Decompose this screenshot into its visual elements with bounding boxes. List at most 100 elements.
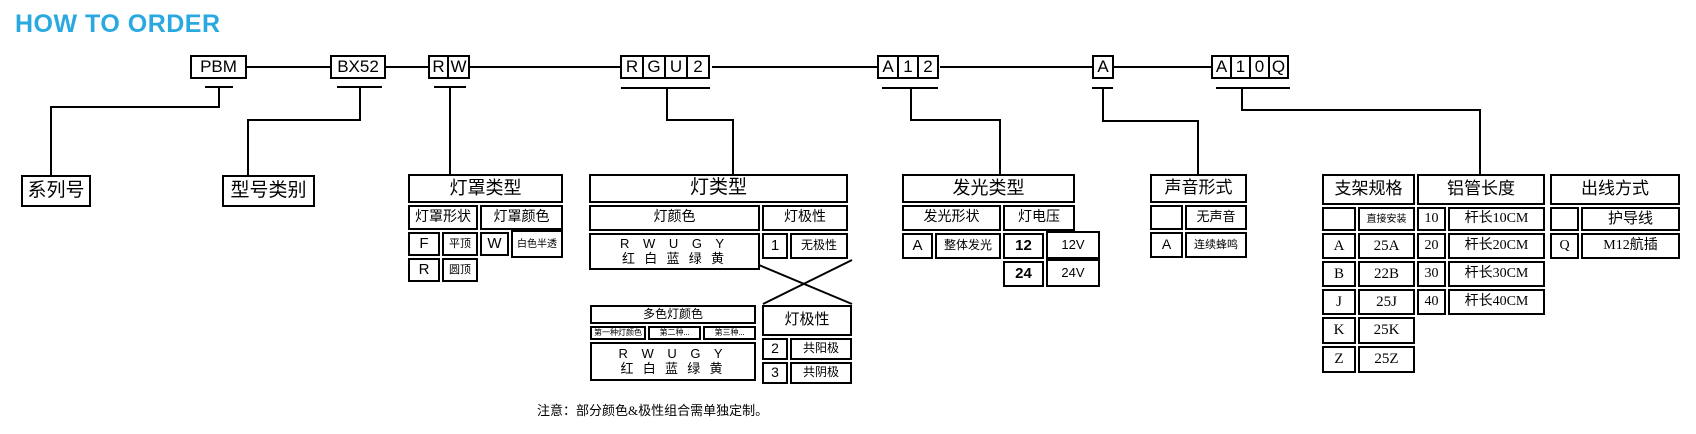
lampshade-shape-header: 灯罩形状: [408, 205, 478, 230]
code-cell: 1: [1230, 55, 1251, 79]
code-cell: R: [620, 55, 644, 79]
table-cell: Z: [1322, 346, 1356, 373]
code-box-a: A: [1092, 55, 1114, 79]
table-cell: K: [1322, 317, 1356, 344]
table-cell: 12: [1003, 233, 1044, 259]
table-cell: 25A: [1358, 233, 1415, 259]
table-cell: Q: [1550, 233, 1579, 259]
code-cell: A: [1092, 55, 1114, 79]
table-cell: 24V: [1046, 259, 1100, 287]
table-cell: 10: [1417, 207, 1446, 231]
table-cell: [1150, 205, 1183, 230]
code-cell: G: [642, 55, 666, 79]
table-cell: 40: [1417, 289, 1446, 315]
table-cell: 直接安装: [1358, 207, 1415, 231]
code-cell: BX52: [330, 55, 386, 79]
code-box-a10q: A 1 0 Q: [1211, 55, 1289, 79]
lampshade-table-title: 灯罩类型: [408, 174, 563, 203]
table-cell: F: [408, 232, 440, 256]
color-names: 红 白 蓝 绿 黄: [621, 251, 727, 266]
code-box-rw: R W: [428, 55, 470, 79]
code-cell: A: [877, 55, 899, 79]
table-cell: 12V: [1046, 231, 1100, 259]
code-cell: 1: [897, 55, 919, 79]
lamp-color-header: 灯颜色: [589, 205, 760, 231]
connector-rw: [434, 86, 466, 174]
table-cell: 3: [762, 362, 788, 384]
table-cell: A: [902, 233, 933, 259]
table-cell: 共阴极: [790, 362, 852, 384]
multi-color-codes-cell: R W U G Y 红 白 蓝 绿 黄: [590, 342, 756, 381]
tube-table-title: 铝管长度: [1417, 174, 1545, 205]
page-title: HOW TO ORDER: [15, 10, 221, 38]
code-cell: W: [447, 55, 470, 79]
multi-color-col1-header: 第一种灯颜色: [590, 326, 646, 340]
multi-polarity-header: 灯极性: [762, 305, 852, 336]
table-cell: [1322, 207, 1356, 231]
table-cell: 24: [1003, 261, 1044, 287]
bracket-table-title: 支架规格: [1322, 174, 1415, 205]
multi-color-col3-header: 第三种...: [703, 326, 756, 340]
table-cell: M12航插: [1581, 233, 1680, 259]
model-label-box: 型号类别: [222, 175, 315, 207]
table-cell: [1550, 207, 1579, 231]
sound-table-title: 声音形式: [1150, 174, 1247, 203]
table-cell: 白色半透: [511, 230, 563, 258]
table-cell: 30: [1417, 261, 1446, 287]
code-cell: U: [664, 55, 688, 79]
code-box-pbm: PBM: [190, 55, 247, 79]
connector-a10q: [1216, 87, 1481, 174]
table-cell: A: [1150, 232, 1183, 258]
connector-a: [1092, 87, 1199, 174]
outlet-table-title: 出线方式: [1550, 174, 1680, 205]
code-cell: R: [428, 55, 449, 79]
table-cell: 无声音: [1185, 205, 1247, 230]
code-cell: 0: [1249, 55, 1270, 79]
table-cell: B: [1322, 261, 1356, 287]
emission-shape-header: 发光形状: [902, 205, 1001, 231]
lamp-polarity-header: 灯极性: [762, 205, 848, 231]
connector-pbm: [50, 86, 233, 175]
table-cell: R: [408, 258, 440, 282]
table-cell: 杆长20CM: [1448, 233, 1545, 259]
emission-voltage-header: 灯电压: [1003, 205, 1075, 231]
lamp-color-codes-cell: R W U G Y 红 白 蓝 绿 黄: [589, 233, 760, 270]
table-cell: 杆长10CM: [1448, 207, 1545, 231]
table-cell: 25Z: [1358, 346, 1415, 373]
series-label-box: 系列号: [21, 175, 91, 207]
code-box-a12: A 1 2: [877, 55, 939, 79]
footnote: 注意：部分颜色&极性组合需单独定制。: [537, 403, 769, 418]
code-cell: Q: [1268, 55, 1289, 79]
connector-bx52: [247, 86, 382, 175]
connector-rgu2: [621, 87, 734, 174]
code-box-rgu2: R G U 2: [620, 55, 710, 79]
table-cell: A: [1322, 233, 1356, 259]
table-cell: 25K: [1358, 317, 1415, 344]
code-cell: A: [1211, 55, 1232, 79]
table-cell: 平顶: [442, 232, 478, 256]
polarity-cross-lines: [746, 259, 853, 305]
table-cell: 共阳极: [790, 338, 852, 360]
lampshade-color-header: 灯罩颜色: [480, 205, 563, 230]
color-codes: R W U G Y: [618, 345, 728, 361]
table-cell: 护导线: [1581, 207, 1680, 231]
table-cell: 圆顶: [442, 258, 478, 282]
table-cell: 整体发光: [935, 233, 1001, 259]
color-names: 红 白 蓝 绿 黄: [620, 361, 726, 376]
table-cell: 25J: [1358, 289, 1415, 315]
table-cell: W: [480, 232, 509, 256]
table-cell: 1: [762, 233, 788, 259]
lamp-type-table-title: 灯类型: [589, 174, 848, 203]
code-cell: 2: [917, 55, 939, 79]
code-box-bx52: BX52: [330, 55, 386, 79]
table-cell: 连续蜂鸣: [1185, 232, 1247, 258]
multi-color-col2-header: 第二种...: [648, 326, 701, 340]
table-cell: 杆长40CM: [1448, 289, 1545, 315]
table-cell: 22B: [1358, 261, 1415, 287]
table-cell: 2: [762, 338, 788, 360]
multi-color-table-title: 多色灯颜色: [590, 305, 756, 324]
connector-a12: [882, 87, 1001, 174]
table-cell: J: [1322, 289, 1356, 315]
table-cell: 20: [1417, 233, 1446, 259]
